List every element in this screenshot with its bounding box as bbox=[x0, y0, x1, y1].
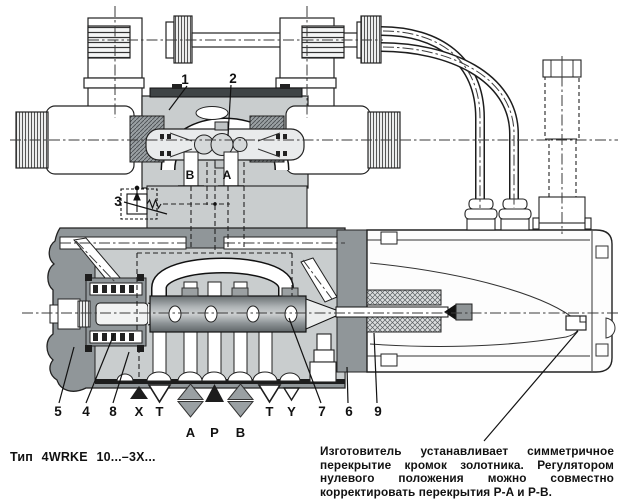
drain-fitting bbox=[309, 333, 337, 383]
port-channels bbox=[152, 281, 273, 381]
end-plate bbox=[336, 229, 368, 373]
port-p-label: P bbox=[210, 425, 219, 440]
callout-9: 9 bbox=[374, 404, 382, 419]
callout-4: 4 bbox=[82, 404, 90, 419]
spool-windows bbox=[168, 305, 298, 323]
pilot-gallery-window bbox=[195, 106, 229, 120]
note-leader bbox=[483, 330, 579, 442]
port-y-arrow bbox=[282, 387, 301, 402]
port-b-arrow bbox=[226, 383, 255, 418]
transducer-coil-top bbox=[366, 289, 442, 306]
manufacturer-note: Изготовитель устанавливает симметричное … bbox=[320, 444, 614, 499]
intermediate-plate bbox=[120, 185, 308, 235]
port-t2-arrow bbox=[257, 384, 282, 404]
callout-leaders bbox=[58, 84, 579, 442]
port-p-arrow bbox=[205, 384, 224, 402]
port-t1-arrow bbox=[147, 384, 172, 404]
housing-shell bbox=[366, 229, 613, 373]
adjuster bbox=[77, 300, 91, 328]
spring-symbol bbox=[146, 198, 162, 210]
port-y-label: Y bbox=[287, 404, 296, 419]
pilot-port-a-label: A bbox=[223, 168, 232, 182]
spring-piston bbox=[95, 302, 149, 326]
callout-7: 7 bbox=[318, 404, 326, 419]
note-line-4: корректировать перекрытия P-A и P-B. bbox=[320, 484, 552, 499]
spring-coils bbox=[93, 285, 134, 341]
centerlines bbox=[10, 6, 618, 314]
port-symbols bbox=[130, 383, 301, 418]
port-t1-label: T bbox=[156, 404, 164, 419]
rod-tip bbox=[444, 304, 456, 320]
seals bbox=[85, 274, 144, 352]
note-line-1: Изготовитель устанавливает симметричное bbox=[320, 444, 614, 458]
main-gallery bbox=[152, 259, 293, 302]
callout-1: 1 bbox=[181, 72, 189, 87]
pilot-port-b-label: B bbox=[186, 168, 195, 182]
note-line-3: нулевого положения можно совместно bbox=[320, 471, 614, 486]
port-a-arrow bbox=[176, 383, 205, 418]
callout-8: 8 bbox=[109, 404, 117, 419]
pilot-top-plate bbox=[149, 87, 303, 98]
plate-bolts bbox=[380, 231, 398, 367]
port-openings bbox=[116, 371, 301, 382]
spool-lands bbox=[181, 287, 299, 297]
spring-assembly bbox=[49, 274, 158, 352]
port-b-label: B bbox=[236, 425, 245, 440]
transducer-coil-bottom bbox=[366, 316, 442, 333]
spring-end-cap bbox=[57, 298, 81, 330]
port-x-arrow bbox=[130, 386, 148, 399]
port-x-label: X bbox=[135, 404, 144, 419]
pilot-control-lines bbox=[136, 162, 293, 378]
port-t2-label: T bbox=[266, 404, 274, 419]
port-a-label: A bbox=[186, 425, 196, 440]
housing-cap-details bbox=[595, 245, 616, 357]
reducing-valve-symbol bbox=[120, 185, 162, 220]
plug-ribs bbox=[301, 25, 345, 59]
main-spool bbox=[149, 287, 337, 333]
type-caption: Тип 4WRKE 10...–3X... bbox=[10, 450, 156, 464]
callout-3: 3 bbox=[114, 194, 122, 209]
transducer-housing bbox=[335, 229, 616, 373]
note-line-2: перекрытие кромок золотника. Регулятором bbox=[320, 457, 614, 472]
callout-6: 6 bbox=[345, 404, 353, 419]
callout-2: 2 bbox=[229, 71, 237, 86]
cable-plug-left bbox=[83, 17, 145, 117]
labels: 1 2 3 5 4 8 7 6 9 B A X T A P B T Y bbox=[54, 71, 382, 440]
plug-ribs bbox=[87, 25, 131, 59]
transducer-rod bbox=[335, 306, 449, 318]
zero-adjuster-detail bbox=[565, 315, 587, 331]
pilot-springs bbox=[160, 134, 287, 156]
pipe-fittings bbox=[464, 198, 532, 231]
pilot-poppets bbox=[169, 132, 281, 158]
callout-5: 5 bbox=[54, 404, 62, 419]
